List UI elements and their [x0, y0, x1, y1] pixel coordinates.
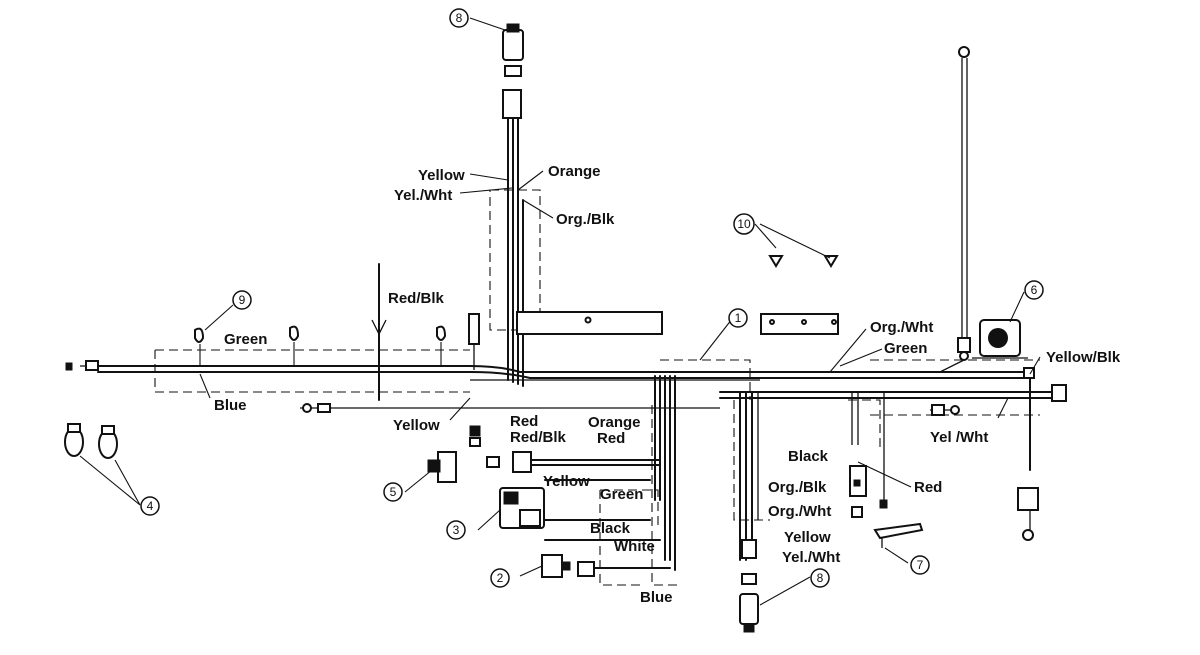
label-green-right: Green — [884, 340, 927, 357]
component-2 — [519, 554, 595, 578]
clips-10 — [754, 223, 839, 268]
label-black-right: Black — [788, 448, 829, 465]
callout-10: 10 — [733, 213, 755, 235]
callout-2: 2 — [490, 568, 510, 588]
svg-text:6: 6 — [1031, 283, 1038, 297]
component-7 — [873, 522, 924, 548]
label-orange-mid: Orange — [588, 414, 641, 431]
label-org-wht-right: Org./Wht — [870, 319, 933, 336]
callout-7: 7 — [910, 555, 930, 575]
label-yellow-top: Yellow — [418, 167, 465, 184]
relay-component-6 — [972, 319, 1028, 359]
component-3 — [477, 487, 545, 531]
label-yellow-mid: Yellow — [393, 417, 440, 434]
svg-text:1: 1 — [735, 311, 742, 325]
bottom-connector-harness — [733, 391, 770, 633]
label-green-left: Green — [224, 331, 267, 348]
central-drop-harness — [519, 375, 680, 586]
callout-4: 4 — [140, 496, 160, 516]
callout-9: 9 — [232, 290, 252, 310]
label-yellow-blk-right: Yellow/Blk — [1046, 349, 1121, 366]
bulb-holders — [194, 325, 447, 366]
right-cable — [860, 46, 971, 373]
ground-rod — [371, 263, 480, 401]
svg-text:10: 10 — [737, 217, 751, 231]
main-harness — [65, 349, 1067, 416]
label-orange-top: Orange — [548, 163, 601, 180]
label-yellow-bottom: Yellow — [784, 529, 831, 546]
label-red-blk-mid: Red/Blk — [510, 429, 567, 446]
small-connectors — [469, 425, 532, 473]
callout-6: 6 — [1024, 280, 1044, 300]
label-white-mid: White — [614, 538, 655, 555]
label-org-blk-top: Org./Blk — [556, 211, 615, 228]
svg-text:2: 2 — [497, 571, 504, 585]
vertical-harness-top — [489, 117, 541, 387]
mounting-plates — [516, 311, 839, 335]
svg-text:8: 8 — [817, 571, 824, 585]
label-yel-wht-right: Yel /Wht — [930, 429, 988, 446]
label-org-wht-bottom: Org./Wht — [768, 503, 831, 520]
svg-text:5: 5 — [390, 485, 397, 499]
label-black-mid: Black — [590, 520, 631, 537]
label-green-mid: Green — [600, 486, 643, 503]
right-plug-drop — [1017, 367, 1039, 541]
callout-8-bottom: 8 — [810, 568, 830, 588]
label-yellow-mid2: Yellow — [543, 473, 590, 490]
top-connector-8 — [502, 23, 524, 119]
label-yel-wht-bottom: Yel./Wht — [782, 549, 840, 566]
label-blue-left: Blue — [214, 397, 247, 414]
callout-1: 1 — [728, 308, 748, 328]
svg-text:3: 3 — [453, 523, 460, 537]
callout-leaders — [204, 17, 1025, 606]
svg-text:9: 9 — [239, 293, 246, 307]
label-yel-wht-top: Yel./Wht — [394, 187, 452, 204]
callout-8-top: 8 — [449, 8, 469, 28]
label-blue-bottom: Blue — [640, 589, 673, 606]
label-red-right: Red — [914, 479, 942, 496]
label-red-mid: Red — [510, 413, 538, 430]
label-org-blk-bottom: Org./Blk — [768, 479, 827, 496]
black-red-drop — [848, 392, 888, 518]
svg-text:8: 8 — [456, 11, 463, 25]
component-5 — [404, 451, 457, 493]
callout-3: 3 — [446, 520, 466, 540]
svg-text:4: 4 — [147, 499, 154, 513]
callout-5: 5 — [383, 482, 403, 502]
label-leaders — [199, 170, 1041, 488]
svg-text:7: 7 — [917, 558, 924, 572]
label-red-mid2: Red — [597, 430, 625, 447]
label-red-blk-left: Red/Blk — [388, 290, 445, 307]
bulbs-4 — [64, 423, 141, 506]
